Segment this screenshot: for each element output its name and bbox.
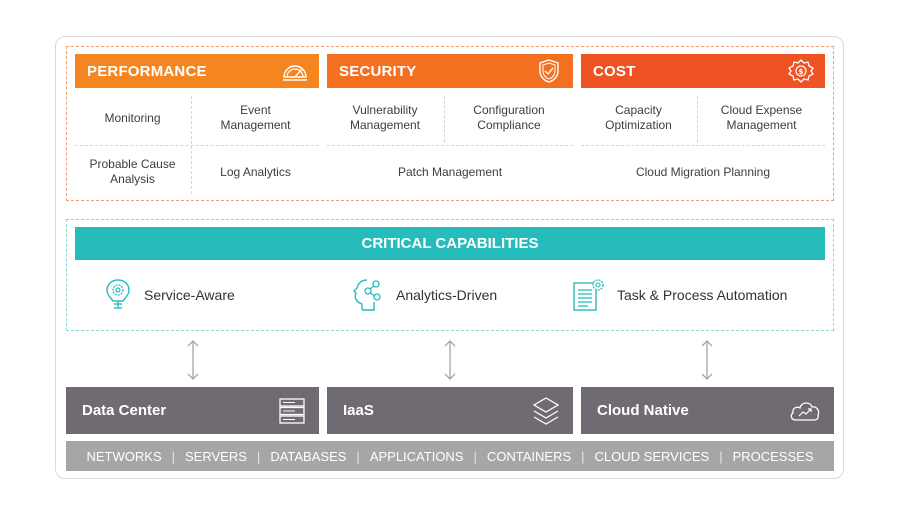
capability-service-aware: Service-Aware	[104, 277, 235, 313]
diagram-frame	[55, 36, 844, 479]
layers-icon	[532, 397, 560, 425]
bidirectional-arrow-icon	[187, 340, 199, 380]
resource-separator: |	[356, 448, 360, 464]
security-column: SECURITY Vulnerability Management Config…	[327, 54, 573, 199]
cell-cloud-migration-planning: Cloud Migration Planning	[635, 164, 771, 179]
resource-separator: |	[473, 448, 477, 464]
capability-label: Task & Process Automation	[617, 287, 788, 303]
cloud-trend-icon	[790, 402, 820, 421]
resource-item: CLOUD SERVICES	[594, 448, 710, 464]
cost-title: COST	[593, 62, 636, 80]
cell-cloud-expense-management: Cloud Expense Management	[720, 103, 803, 132]
bidirectional-arrow-icon	[444, 340, 456, 380]
cost-column: COST $ Capacity Optimization Cloud Expen…	[581, 54, 825, 199]
security-header: SECURITY	[327, 54, 573, 88]
performance-title: PERFORMANCE	[87, 62, 207, 80]
divider	[327, 145, 573, 146]
cell-probable-cause-analysis: Probable Cause Analysis	[89, 157, 176, 186]
capability-label: Service-Aware	[144, 287, 235, 303]
resource-item: DATABASES	[270, 448, 347, 464]
platform-label: Data Center	[82, 402, 167, 419]
cell-event-management: Event Management	[220, 103, 291, 132]
shield-check-icon	[539, 59, 559, 83]
resource-separator: |	[719, 448, 723, 464]
performance-column: PERFORMANCE Monitoring Event Management …	[75, 54, 319, 199]
resource-item: PROCESSES	[732, 448, 814, 464]
divider	[444, 96, 445, 142]
platform-label: Cloud Native	[597, 402, 689, 419]
server-stack-icon	[279, 398, 305, 424]
cell-monitoring: Monitoring	[104, 110, 161, 125]
document-gear-icon	[573, 279, 604, 311]
cell-vulnerability-management: Vulnerability Management	[349, 103, 421, 132]
platform-data-center: Data Center	[66, 387, 319, 434]
resource-item: NETWORKS	[86, 448, 162, 464]
resource-item: APPLICATIONS	[369, 448, 464, 464]
resource-item: SERVERS	[185, 448, 247, 464]
divider	[697, 96, 698, 142]
bidirectional-arrow-icon	[701, 340, 713, 380]
capability-label: Analytics-Driven	[396, 287, 498, 303]
critical-capabilities-group	[66, 219, 834, 331]
divider	[75, 145, 319, 146]
platform-label: IaaS	[343, 402, 374, 419]
capability-analytics-driven: Analytics-Driven	[352, 277, 497, 313]
cell-capacity-optimization: Capacity Optimization	[605, 103, 672, 132]
platform-cloud-native: Cloud Native	[581, 387, 834, 434]
gear-dollar-icon: $	[788, 59, 814, 83]
cell-patch-management: Patch Management	[397, 164, 503, 179]
divider	[581, 145, 825, 146]
cell-configuration-compliance: Configuration Compliance	[473, 103, 545, 132]
resource-separator: |	[256, 448, 261, 464]
lightbulb-gear-icon	[106, 279, 130, 309]
cost-header: COST $	[581, 54, 825, 88]
security-title: SECURITY	[339, 62, 417, 80]
resource-separator: |	[581, 448, 585, 464]
cell-log-analytics: Log Analytics	[220, 164, 291, 179]
resource-bar: NETWORKS | SERVERS | DATABASES | APPLICATIONS |…	[66, 441, 834, 471]
performance-header: PERFORMANCE	[75, 54, 319, 88]
resource-item: CONTAINERS	[486, 448, 572, 464]
critical-capabilities-header: CRITICAL CAPABILITIES	[75, 227, 825, 260]
svg-text:$: $	[798, 68, 803, 76]
capability-task-process-automation: Task & Process Automation	[573, 277, 787, 313]
speedometer-icon	[283, 65, 307, 81]
platform-iaas: IaaS	[327, 387, 573, 434]
resource-separator: |	[171, 448, 176, 464]
head-network-icon	[353, 279, 381, 311]
category-group	[66, 46, 834, 201]
